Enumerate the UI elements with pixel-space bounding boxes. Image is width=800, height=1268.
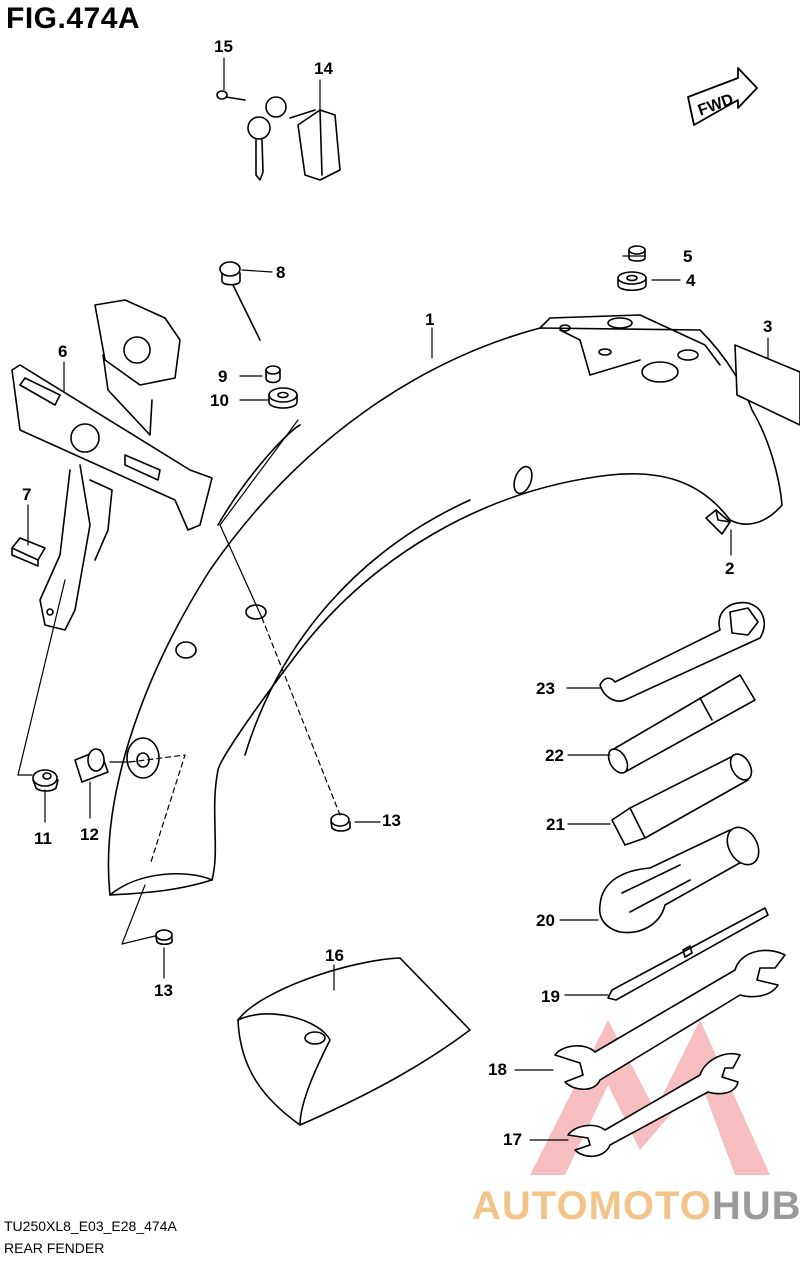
callout-20: 20 — [536, 911, 555, 930]
callout-2: 2 — [725, 559, 735, 578]
part-7-cushion — [11, 537, 46, 567]
part-12-grommet — [74, 748, 109, 783]
callout-13a: 13 — [382, 811, 401, 830]
part-5-nut — [628, 245, 646, 262]
part-11-nut — [32, 769, 59, 792]
figure-title: FIG.474A — [6, 2, 141, 35]
part-22-tube — [607, 674, 756, 774]
part-9-collar — [265, 365, 281, 384]
part-3-reflector-plate — [734, 344, 800, 426]
callout-12: 12 — [80, 825, 99, 844]
fwd-arrow-icon: FWD — [687, 67, 758, 126]
callout-7: 7 — [22, 485, 32, 504]
callout-14: 14 — [314, 59, 333, 78]
model-code: TU250XL8_E03_E28_474A — [4, 1218, 177, 1234]
watermark-text: AUTOMOTOHUB — [472, 1184, 800, 1229]
callout-11: 11 — [34, 829, 52, 848]
callout-6: 6 — [58, 342, 68, 361]
watermark-text-right: HUB — [711, 1184, 800, 1228]
part-15-screw — [216, 90, 246, 101]
watermark-text-left: AUTOMOTO — [472, 1184, 712, 1228]
callout-10: 10 — [210, 391, 229, 410]
part-4-grommet — [617, 271, 647, 292]
callout-18: 18 — [488, 1060, 507, 1079]
callout-1: 1 — [425, 310, 435, 329]
callout-22: 22 — [545, 746, 564, 765]
callout-16: 16 — [325, 946, 344, 965]
part-13-nut-b — [155, 929, 173, 946]
part-6-license-bracket — [11, 299, 213, 631]
part-17-wrench — [567, 1053, 741, 1158]
rear-fender-part — [107, 314, 783, 896]
callout-15: 15 — [214, 37, 233, 56]
part-21-socket — [611, 753, 753, 846]
callout-3: 3 — [763, 317, 773, 336]
part-18-wrench — [554, 949, 786, 1091]
part-14-seat-lock-key-set — [247, 96, 341, 181]
leader-lines — [17, 57, 769, 1141]
part-20-screwdriver-handle — [598, 826, 760, 934]
callout-13b: 13 — [154, 981, 173, 1000]
section-name: REAR FENDER — [4, 1240, 105, 1256]
callout-5: 5 — [683, 247, 693, 266]
part-13-nut-a — [330, 813, 351, 832]
callout-17: 17 — [503, 1130, 522, 1149]
part-23-spanner — [599, 601, 765, 702]
part-8-bolt — [219, 261, 261, 341]
callout-4: 4 — [686, 271, 696, 290]
part-16-tool-bag — [237, 957, 471, 1126]
callout-21: 21 — [546, 815, 565, 834]
callout-9: 9 — [218, 367, 228, 386]
callout-19: 19 — [541, 987, 560, 1006]
part-19-screwdriver-bit — [607, 907, 769, 1001]
callout-8: 8 — [276, 263, 286, 282]
callout-23: 23 — [536, 679, 555, 698]
part-10-grommet — [268, 387, 298, 409]
part-2-small-clip — [705, 509, 731, 535]
